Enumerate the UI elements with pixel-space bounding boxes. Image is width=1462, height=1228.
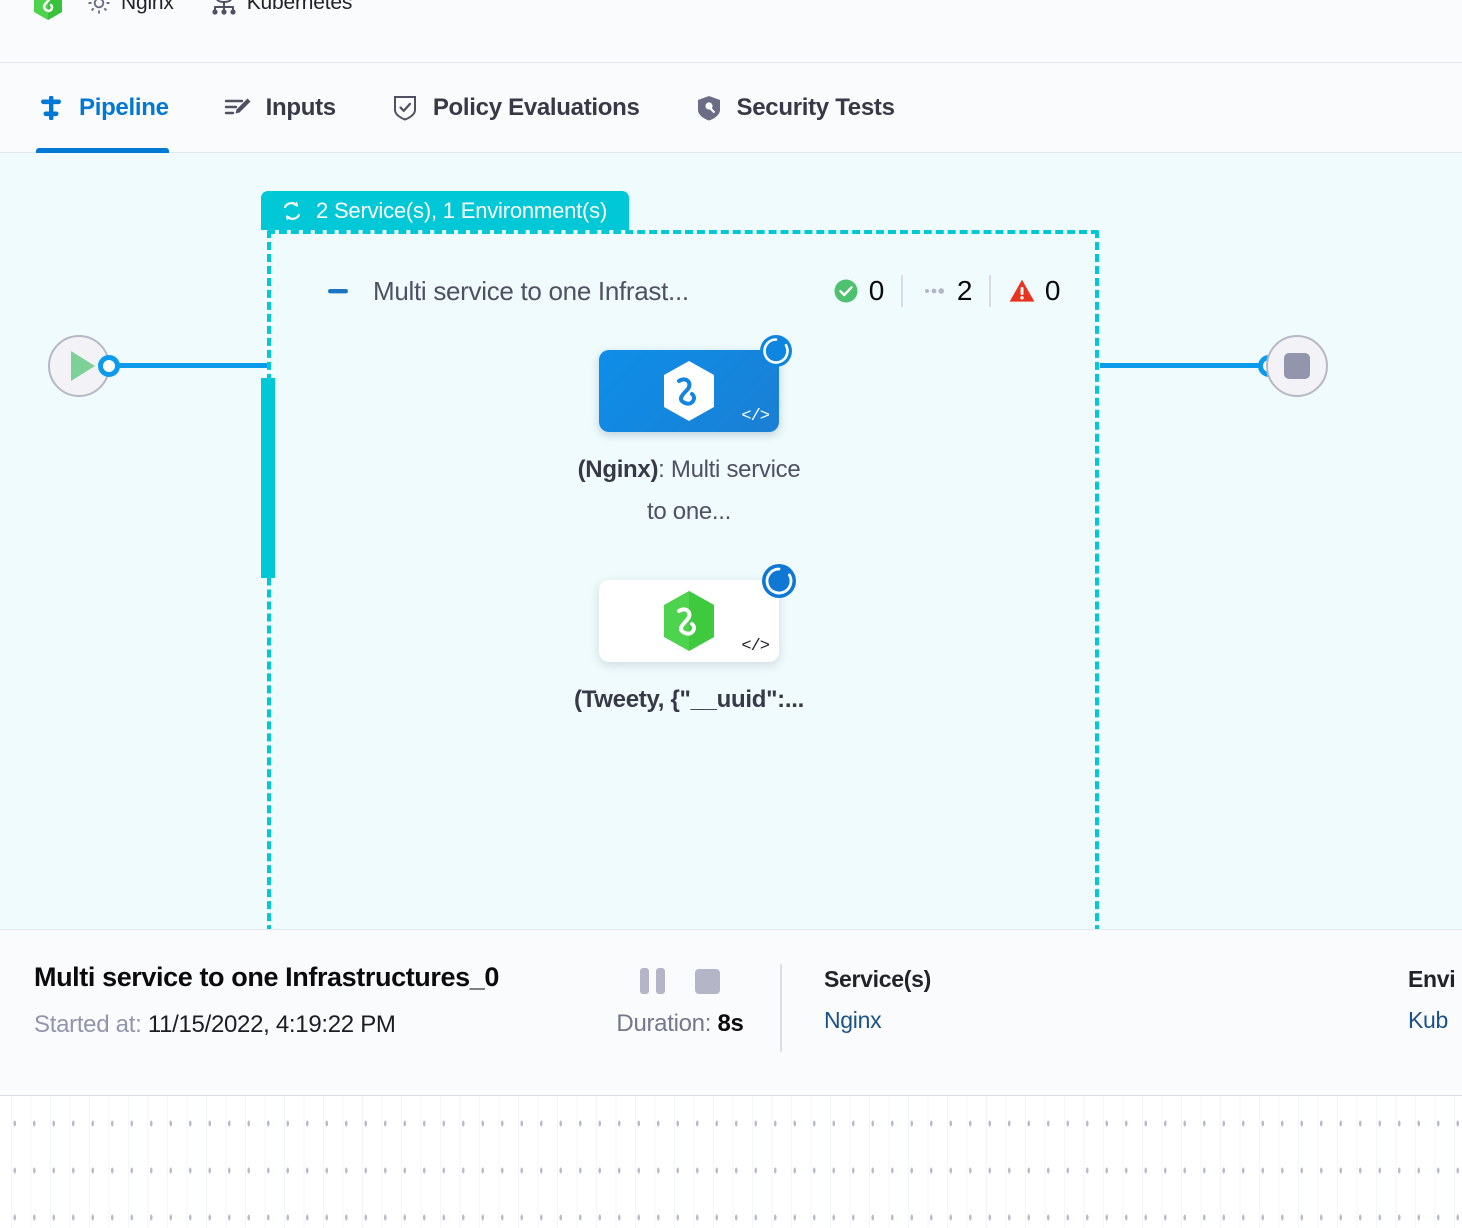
service-node-nginx[interactable]: </> (Nginx): Multi service to one... <box>599 350 804 533</box>
execution-summary: Multi service to one Infrastructures_0 S… <box>0 962 580 1039</box>
tab-inputs[interactable]: Inputs <box>223 63 360 153</box>
breadcrumb-harness[interactable] <box>33 0 72 20</box>
pipeline-canvas[interactable]: 2 Service(s), 1 Environment(s) Multi ser… <box>0 153 1462 929</box>
loop-icon <box>279 198 305 224</box>
breadcrumb-service-label: Nginx <box>121 0 174 15</box>
group-badge-label: 2 Service(s), 1 Environment(s) <box>316 198 607 224</box>
harness-hex-icon <box>661 590 717 652</box>
start-connector-dot <box>98 355 120 377</box>
status-count-error-value: 0 <box>1045 275 1060 307</box>
execution-controls <box>640 968 720 994</box>
minus-collapse-icon[interactable] <box>325 278 351 304</box>
pause-icon[interactable] <box>640 968 665 994</box>
environments-link-kubernetes[interactable]: Kub <box>1408 1007 1455 1034</box>
tab-pipeline-label: Pipeline <box>79 94 169 122</box>
tab-bar: Pipeline Inputs Policy Evaluations <box>0 63 1462 153</box>
pipeline-end-node[interactable] <box>1266 335 1328 397</box>
tab-pipeline[interactable]: Pipeline <box>36 63 193 153</box>
harness-hex-icon <box>33 0 63 20</box>
status-count-error: 0 <box>989 275 1060 307</box>
stop-icon <box>1284 353 1310 379</box>
service-node-tweety[interactable]: </> (Tweety, {"__uuid":... <box>599 580 804 721</box>
code-brackets-icon: </> <box>741 637 769 656</box>
policy-shield-check-icon <box>390 93 420 123</box>
services-column: Service(s) Nginx <box>782 962 931 1034</box>
stage-status-counts: 0 2 0 <box>832 271 1060 311</box>
breadcrumb-environment-label: Kubernetes <box>247 0 352 15</box>
inputs-icon <box>223 93 253 123</box>
breadcrumb-environment[interactable]: Kubernetes <box>210 0 352 16</box>
services-link-nginx[interactable]: Nginx <box>824 1007 931 1034</box>
status-count-pending-value: 2 <box>957 275 972 307</box>
stop-icon[interactable] <box>695 969 720 994</box>
services-title: Service(s) <box>824 966 931 993</box>
pending-dots-icon <box>920 277 948 305</box>
running-spinner-icon <box>761 563 795 597</box>
success-check-icon <box>832 277 860 305</box>
canvas-grid-footer <box>0 1096 1462 1228</box>
duration-label: Duration: <box>616 1010 711 1037</box>
tab-security-tests[interactable]: Security Tests <box>694 63 919 153</box>
connector-line-right <box>1100 363 1272 368</box>
started-at-value: 11/15/2022, 4:19:22 PM <box>148 1011 396 1038</box>
service-node-label: (Nginx): Multi service to one... <box>574 449 804 533</box>
tab-policy-evaluations-label: Policy Evaluations <box>433 94 640 122</box>
environments-title: Envi <box>1408 966 1455 993</box>
status-count-success: 0 <box>832 275 901 307</box>
security-shield-icon <box>694 93 724 123</box>
execution-controls-group: Duration: 8s <box>580 962 780 1038</box>
running-spinner-icon <box>759 334 793 368</box>
started-at-label: Started at: <box>34 1011 141 1038</box>
execution-started-at: Started at: 11/15/2022, 4:19:22 PM <box>34 1011 580 1039</box>
pipeline-icon <box>36 93 66 123</box>
gear-icon <box>86 0 112 16</box>
breadcrumb-strip: Nginx Kubernetes <box>0 0 1462 63</box>
stage-header: Multi service to one Infrast... 0 2 <box>325 271 1060 311</box>
infrastructure-icon <box>210 0 238 16</box>
service-node-label-bold: (Nginx) <box>578 456 659 483</box>
breadcrumb-service[interactable]: Nginx <box>86 0 174 16</box>
service-node-label-rest: : Multi service to one... <box>647 456 800 525</box>
status-count-success-value: 0 <box>869 275 884 307</box>
service-node-label: (Tweety, {"__uuid":... <box>574 679 804 721</box>
group-badge[interactable]: 2 Service(s), 1 Environment(s) <box>261 191 629 230</box>
service-node-card[interactable]: </> <box>599 580 779 662</box>
execution-duration: Duration: 8s <box>616 1010 743 1038</box>
environments-column: Envi Kub <box>1408 962 1455 1034</box>
status-count-pending: 2 <box>901 275 989 307</box>
execution-info-bar: Multi service to one Infrastructures_0 S… <box>0 929 1462 1096</box>
duration-value: 8s <box>717 1010 743 1037</box>
stage-title: Multi service to one Infrast... <box>373 276 689 307</box>
tab-security-tests-label: Security Tests <box>737 94 895 122</box>
harness-hex-icon <box>661 360 717 422</box>
tab-inputs-label: Inputs <box>266 94 336 122</box>
execution-title: Multi service to one Infrastructures_0 <box>34 962 580 993</box>
connector-line-left <box>118 363 268 368</box>
play-icon <box>71 351 95 381</box>
code-brackets-icon: </> <box>741 407 769 426</box>
error-warning-icon <box>1008 277 1036 305</box>
service-node-card[interactable]: </> <box>599 350 779 432</box>
tab-policy-evaluations[interactable]: Policy Evaluations <box>390 63 664 153</box>
